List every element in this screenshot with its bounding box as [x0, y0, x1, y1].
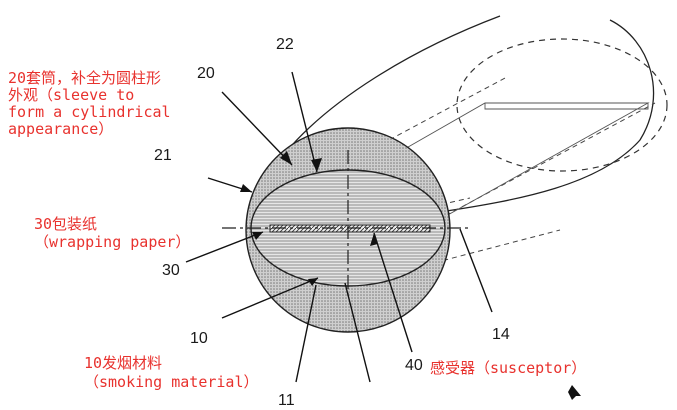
annotation-smoking-material-en: （smoking material） [84, 373, 259, 391]
annotation-smoking-material-cn: 10发烟材料 [84, 354, 163, 372]
far-end-ellipse [456, 38, 668, 172]
ref-number-11: 11 [278, 392, 295, 409]
arrowheads [240, 151, 581, 400]
annotation-wrapping-paper-en: （wrapping paper） [34, 233, 191, 251]
cross-section-diagram: 22 20 21 30 10 11 40 14 20套筒，补全为圆柱形 外观（s… [8, 15, 668, 409]
cylinder-outline [285, 15, 655, 213]
annotation-sleeve: 20套筒，补全为圆柱形 外观（sleeve to form a cylindri… [8, 69, 171, 138]
leader-lines [185, 71, 493, 383]
ref-number-40: 40 [405, 357, 423, 374]
ref-number-30: 30 [162, 262, 180, 279]
ref-number-21: 21 [154, 147, 172, 164]
centre-lines [222, 150, 470, 300]
ref-number-14: 14 [492, 326, 510, 343]
ref-number-20: 20 [197, 65, 215, 82]
annotation-wrapping-paper-cn: 30包装纸 [34, 215, 98, 233]
diagram-drawing [185, 15, 668, 400]
ref-number-10: 10 [190, 330, 208, 347]
ref-number-22: 22 [276, 36, 294, 53]
annotation-susceptor: 感受器（susceptor） [430, 359, 587, 377]
